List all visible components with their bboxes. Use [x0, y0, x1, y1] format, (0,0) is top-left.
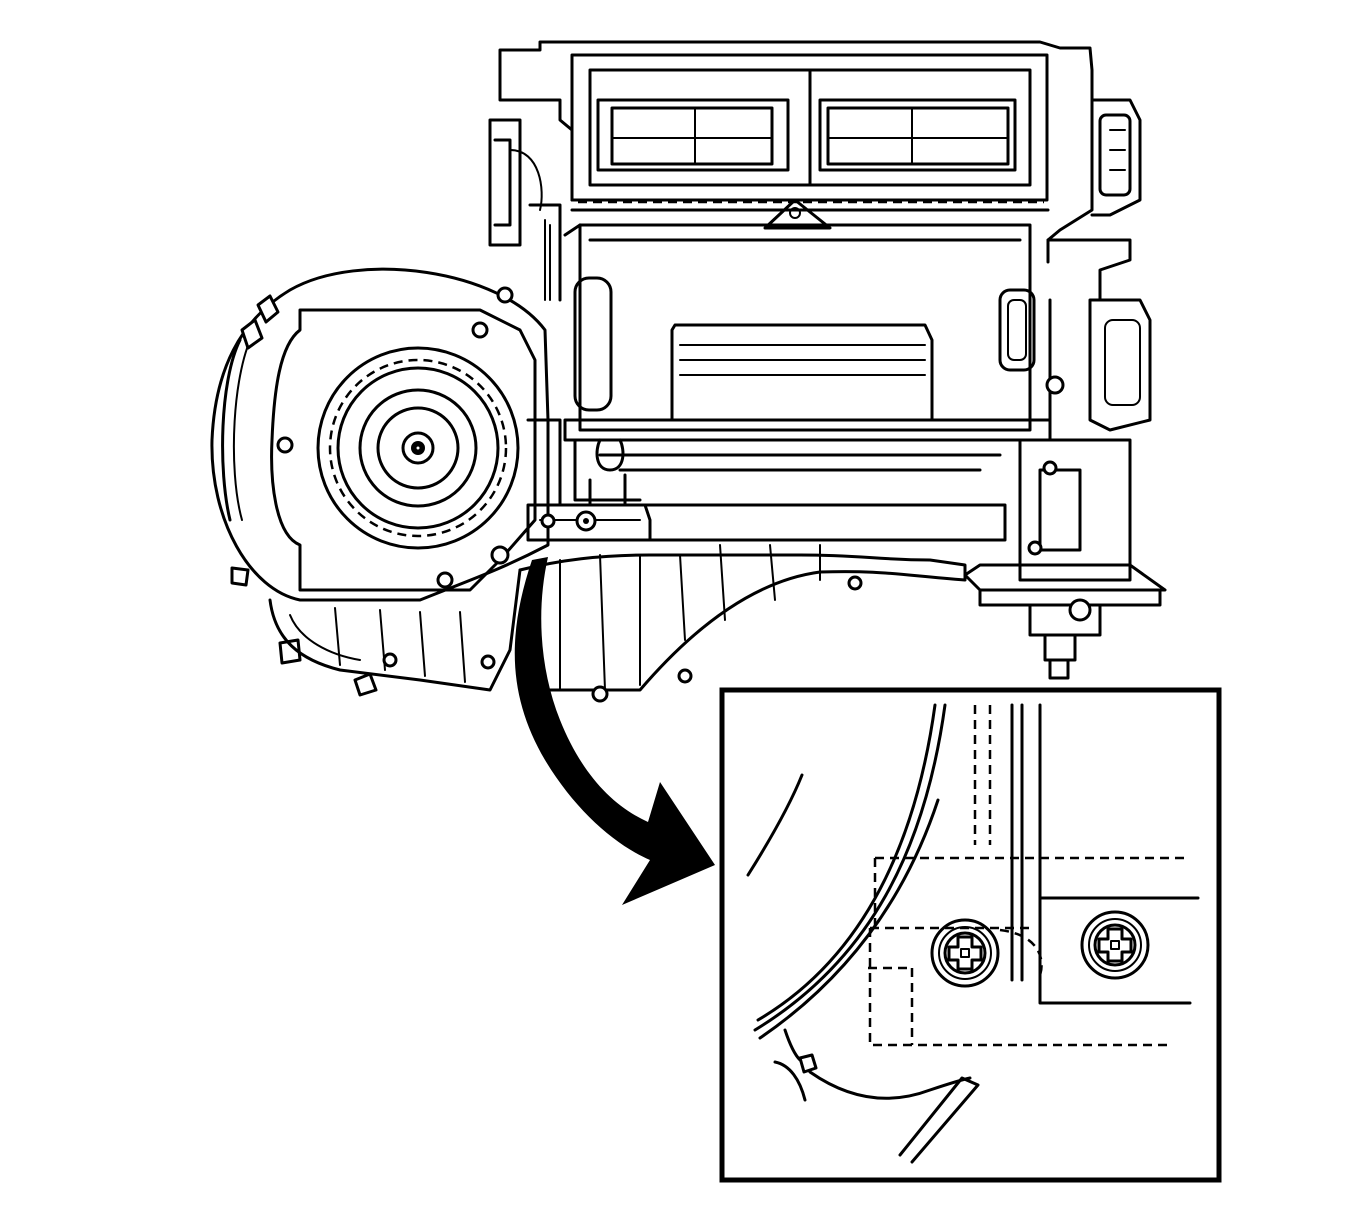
hvac-module-housing — [488, 40, 1167, 680]
detail-inset-box — [719, 687, 1222, 1183]
lower-duct — [518, 544, 967, 703]
blower-motor-wheel — [316, 346, 520, 550]
fastener-screw — [930, 918, 1000, 988]
fastener-screw — [1080, 910, 1150, 980]
detail-callout-arrow — [514, 557, 715, 905]
blower-motor-housing — [210, 267, 550, 697]
mounting-bracket — [526, 418, 652, 542]
